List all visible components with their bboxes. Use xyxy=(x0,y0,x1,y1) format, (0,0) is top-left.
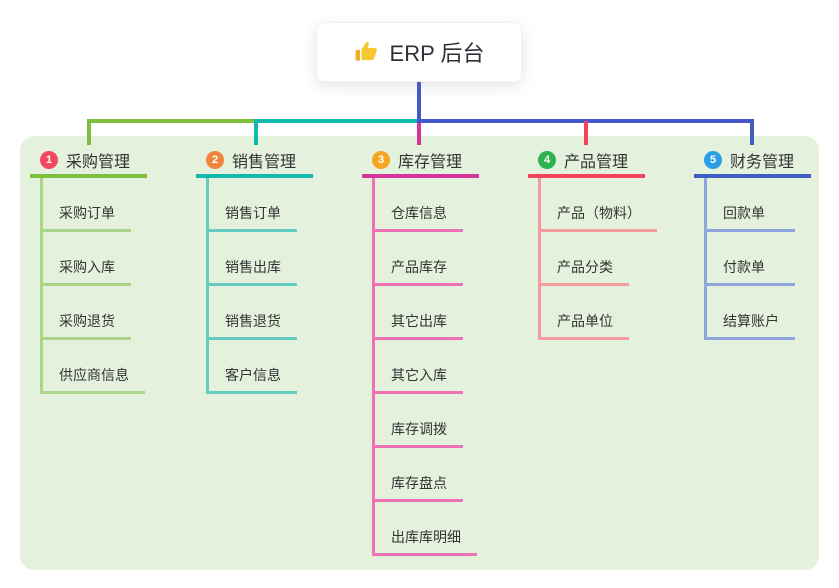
branch-sales: 2 销售管理 销售订单销售出库销售退货客户信息 xyxy=(196,145,313,394)
mindmap-subnode[interactable]: 库存调拨 xyxy=(375,394,463,448)
branch-label: 产品管理 xyxy=(564,153,629,171)
badge-4: 4 xyxy=(538,150,556,169)
mindmap-subnode[interactable]: 仓库信息 xyxy=(375,178,463,232)
badge-5: 5 xyxy=(704,150,722,169)
mindmap-subnode[interactable]: 销售退货 xyxy=(209,286,297,340)
mindmap-subnode[interactable]: 采购退货 xyxy=(43,286,131,340)
drop-line-finance xyxy=(750,121,754,145)
mindmap-subnode[interactable]: 结算账户 xyxy=(707,286,795,340)
branch-label: 财务管理 xyxy=(730,153,795,171)
mindmap-subnode[interactable]: 产品单位 xyxy=(541,286,629,340)
branch-label: 销售管理 xyxy=(232,153,297,171)
branch-label: 库存管理 xyxy=(398,153,463,171)
badge-1: 1 xyxy=(40,150,58,169)
root-node[interactable]: ERP 后台 xyxy=(316,22,522,82)
mindmap-subnode[interactable]: 其它出库 xyxy=(375,286,463,340)
mindmap-subnode[interactable]: 采购订单 xyxy=(43,178,131,232)
thumbs-up-icon xyxy=(354,39,380,65)
branch-product: 4 产品管理 产品（物料）产品分类产品单位 xyxy=(528,145,657,340)
bus-line-sales xyxy=(254,119,419,123)
branch-node-product[interactable]: 4 产品管理 xyxy=(528,145,645,178)
mindmap-subnode[interactable]: 销售订单 xyxy=(209,178,297,232)
badge-3: 3 xyxy=(372,150,390,169)
drop-line-product xyxy=(584,121,588,145)
drop-line-sales xyxy=(254,119,258,145)
root-connector-line xyxy=(417,82,421,120)
branch-items: 产品（物料）产品分类产品单位 xyxy=(538,178,657,340)
branch-node-sales[interactable]: 2 销售管理 xyxy=(196,145,313,178)
branch-node-finance[interactable]: 5 财务管理 xyxy=(694,145,811,178)
mindmap-subnode[interactable]: 供应商信息 xyxy=(43,340,145,394)
mindmap-subnode[interactable]: 产品分类 xyxy=(541,232,629,286)
mindmap-subnode[interactable]: 出库库明细 xyxy=(375,502,477,556)
mindmap-subnode[interactable]: 回款单 xyxy=(707,178,795,232)
drop-line-purchase xyxy=(87,119,91,145)
mindmap-subnode[interactable]: 产品库存 xyxy=(375,232,463,286)
mindmap-subnode[interactable]: 付款单 xyxy=(707,232,795,286)
mindmap-subnode[interactable]: 客户信息 xyxy=(209,340,297,394)
mindmap-subnode[interactable]: 产品（物料） xyxy=(541,178,657,232)
branch-items: 仓库信息产品库存其它出库其它入库库存调拨库存盘点出库库明细 xyxy=(372,178,477,556)
mindmap-subnode[interactable]: 采购入库 xyxy=(43,232,131,286)
branch-node-inventory[interactable]: 3 库存管理 xyxy=(362,145,479,178)
mindmap-subnode[interactable]: 其它入库 xyxy=(375,340,463,394)
mindmap-subnode[interactable]: 库存盘点 xyxy=(375,448,463,502)
branch-items: 采购订单采购入库采购退货供应商信息 xyxy=(40,178,145,394)
drop-line-inventory xyxy=(417,123,421,145)
branch-items: 回款单付款单结算账户 xyxy=(704,178,795,340)
branch-items: 销售订单销售出库销售退货客户信息 xyxy=(206,178,297,394)
branch-purchase: 1 采购管理 采购订单采购入库采购退货供应商信息 xyxy=(30,145,147,394)
branch-inventory: 3 库存管理 仓库信息产品库存其它出库其它入库库存调拨库存盘点出库库明细 xyxy=(362,145,479,556)
badge-2: 2 xyxy=(206,150,224,169)
root-node-label: ERP 后台 xyxy=(389,41,485,66)
branch-label: 采购管理 xyxy=(66,153,131,171)
branches-background-panel xyxy=(20,136,819,570)
branch-node-purchase[interactable]: 1 采购管理 xyxy=(30,145,147,178)
branch-finance: 5 财务管理 回款单付款单结算账户 xyxy=(694,145,811,340)
mindmap-subnode[interactable]: 销售出库 xyxy=(209,232,297,286)
bus-line-purchase xyxy=(87,119,256,123)
